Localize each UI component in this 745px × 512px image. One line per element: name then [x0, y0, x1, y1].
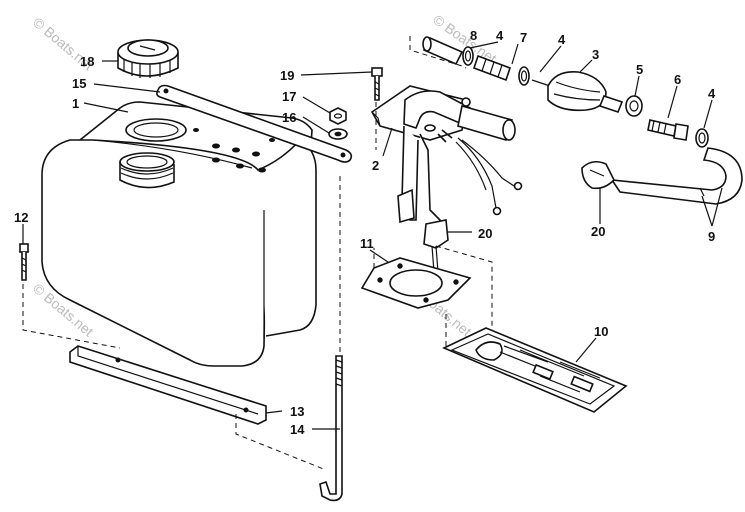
callout-2: 2	[372, 158, 379, 173]
clamp-4-upper	[462, 46, 474, 66]
callout-20-left: 20	[478, 226, 492, 241]
fitting-6	[647, 119, 689, 141]
callout-13: 13	[290, 404, 304, 419]
callout-12: 12	[14, 210, 28, 225]
callout-18: 18	[80, 54, 94, 69]
hold-down-rod-14	[319, 355, 343, 502]
callout-4-upper: 4	[496, 28, 504, 43]
nut-17	[329, 107, 347, 125]
callout-6: 6	[674, 72, 681, 87]
callout-19: 19	[280, 68, 294, 83]
bracket-13	[69, 345, 267, 425]
gauge-plate	[442, 327, 628, 413]
alignment-lines	[22, 36, 493, 471]
hose-8	[422, 36, 464, 66]
clip-20-right	[581, 160, 615, 190]
screw-12	[19, 243, 29, 281]
fuel-pickup-assembly	[370, 85, 523, 273]
clamp-4-mid	[518, 66, 530, 86]
clamp-4-right	[695, 128, 709, 148]
callout-1: 1	[72, 96, 79, 111]
fuel-cap	[117, 39, 179, 78]
gasket	[360, 257, 472, 309]
callout-14: 14	[290, 422, 305, 437]
callout-15: 15	[72, 76, 86, 91]
callout-labels: 1 2 3 4 4 4 5 6 7 8 9 10 11 12 13 14 15 …	[14, 28, 716, 437]
callout-8: 8	[470, 28, 477, 43]
callout-4-right: 4	[708, 86, 716, 101]
washer-16	[328, 128, 348, 140]
bolt-19	[371, 67, 383, 101]
connector-7	[472, 54, 512, 82]
callout-11: 11	[360, 236, 374, 251]
clamp-5	[625, 95, 643, 117]
callout-7: 7	[520, 30, 527, 45]
callout-16: 16	[282, 110, 296, 125]
tank-strap	[156, 84, 353, 163]
callout-17: 17	[282, 89, 296, 104]
callout-3: 3	[592, 47, 599, 62]
callout-10: 10	[594, 324, 608, 339]
callout-20-right: 20	[591, 224, 605, 239]
fuel-hose-9	[610, 147, 743, 205]
callout-5: 5	[636, 62, 643, 77]
leader-lines	[22, 41, 723, 430]
callout-4-mid: 4	[558, 32, 566, 47]
callout-9: 9	[708, 229, 715, 244]
primer-bulb-3	[531, 70, 624, 113]
